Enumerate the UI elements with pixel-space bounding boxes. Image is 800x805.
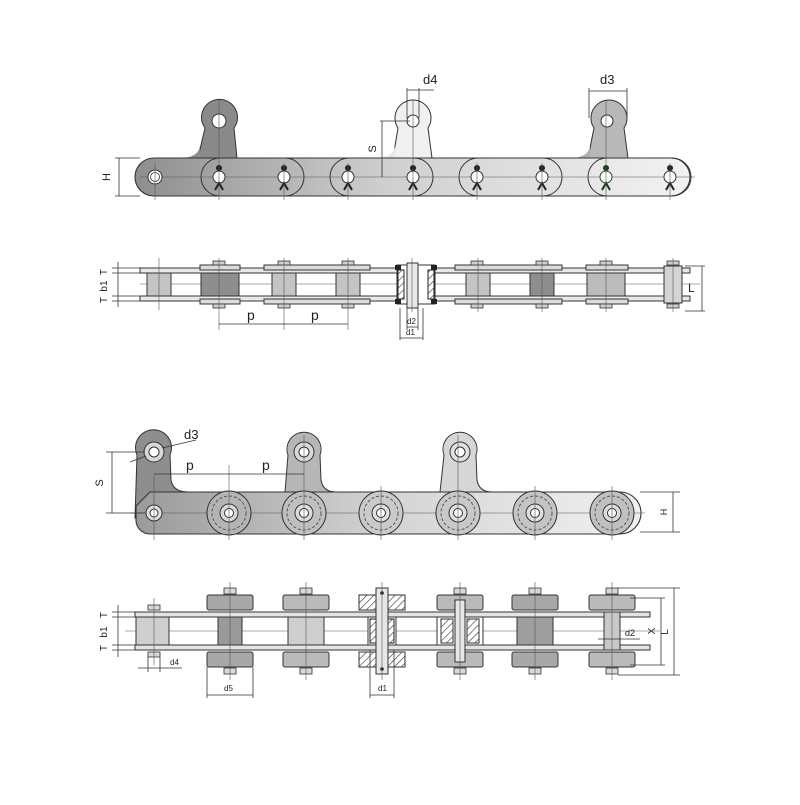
svg-text:T: T [99, 645, 110, 651]
svg-text:T: T [99, 297, 110, 303]
ear-attachment [587, 99, 629, 159]
dimension-L: L [618, 587, 680, 676]
svg-text:H: H [101, 173, 113, 181]
dimension-T-b1-T: T b1 T [99, 262, 145, 307]
svg-text:d4: d4 [423, 72, 437, 87]
dimension-S: S [367, 120, 410, 177]
view2-side-elevation: S d3 p p H [94, 427, 680, 540]
dimension-d2: d2 [598, 628, 640, 640]
dimension-d4: d4 [138, 657, 182, 672]
sectioned-link [395, 262, 437, 309]
ear-attachment [392, 99, 433, 159]
svg-text:d5: d5 [224, 684, 233, 693]
svg-text:L: L [688, 281, 695, 295]
dimension-X: X [630, 597, 665, 666]
dimension-d4: d4 [406, 72, 437, 118]
svg-text:X: X [647, 627, 658, 634]
svg-text:p: p [311, 307, 319, 323]
svg-text:b1: b1 [99, 280, 110, 292]
dimension-pitch: p p [219, 307, 348, 325]
ear-attachment [197, 98, 238, 159]
dimension-d3: d3 [129, 427, 198, 463]
view2-plan-view: T b1 T d4 d5 d1 d2 [99, 582, 680, 698]
svg-text:H: H [659, 509, 669, 516]
svg-text:d1: d1 [378, 684, 387, 693]
dimension-d5: d5 [206, 667, 254, 698]
svg-text:p: p [247, 307, 255, 323]
dimension-H: H [101, 157, 140, 197]
dimension-S: S [94, 451, 145, 514]
ear-hole [143, 441, 471, 463]
svg-text:S: S [94, 479, 106, 486]
svg-text:d4: d4 [170, 658, 179, 667]
svg-text:L: L [660, 629, 671, 635]
dimension-d1: d1 [369, 650, 395, 698]
view1-plan-view: T b1 T p p d2 d1 L [99, 258, 705, 340]
svg-text:T: T [99, 612, 110, 618]
svg-text:T: T [99, 269, 110, 275]
view1-side-elevation: H S d4 d3 [101, 72, 695, 200]
svg-text:b1: b1 [99, 626, 110, 638]
dimension-d2-d1: d2 d1 [399, 308, 424, 340]
svg-text:S: S [367, 145, 379, 152]
svg-text:d1: d1 [406, 328, 415, 337]
svg-text:d2: d2 [407, 317, 416, 326]
svg-text:p: p [262, 457, 270, 473]
svg-text:p: p [186, 457, 194, 473]
dimension-H: H [640, 491, 680, 533]
svg-text:d3: d3 [184, 427, 198, 442]
dimension-T-b1-T: T b1 T [99, 605, 140, 657]
dimension-pitch: p p [154, 457, 304, 475]
svg-text:d3: d3 [600, 72, 614, 87]
svg-text:d2: d2 [625, 628, 635, 638]
dimension-L: L [685, 265, 705, 312]
dimension-d3: d3 [588, 72, 628, 118]
